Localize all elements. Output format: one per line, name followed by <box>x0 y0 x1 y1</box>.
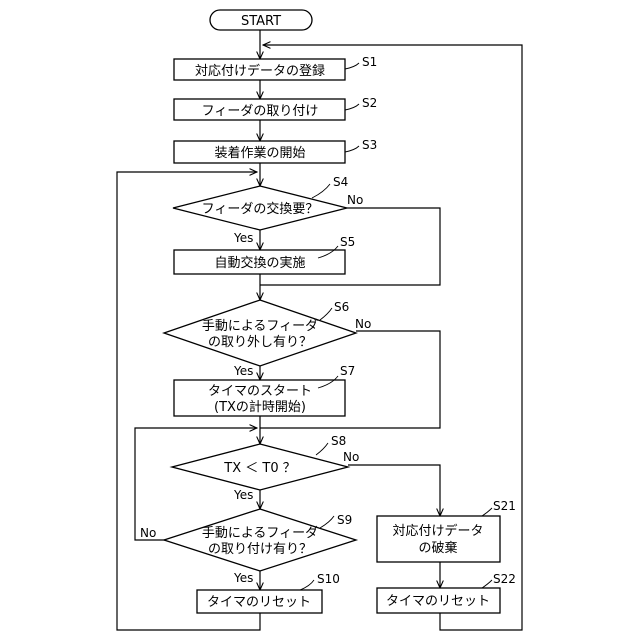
s21-label-line1: 対応付けデータ <box>392 523 483 539</box>
s1-label: 対応付けデータの登録 <box>195 63 325 79</box>
s4-step: S4 <box>333 175 348 189</box>
s21-leader <box>482 508 492 516</box>
s6-label-line2: の取り外し有り？ <box>208 335 312 350</box>
s21-step: S21 <box>493 499 516 513</box>
s5-label: 自動交換の実施 <box>214 255 305 271</box>
s3-label: 装着作業の開始 <box>214 145 305 161</box>
s10-step: S10 <box>317 572 340 586</box>
s6-label-line1: 手動によるフィーダ <box>202 319 318 334</box>
s2-step: S2 <box>362 96 377 110</box>
s1-leader <box>345 63 359 69</box>
s4-yes-label: Yes <box>233 231 253 245</box>
s9-yes-label: Yes <box>233 571 253 585</box>
s22-step: S22 <box>493 572 516 586</box>
s9-step: S9 <box>337 513 352 527</box>
s2-label: フィーダの取り付け <box>202 104 319 119</box>
s7-label-line1: タイマのスタート <box>208 384 312 399</box>
s7-step: S7 <box>340 364 355 378</box>
s8-label: TX ＜ T0 ？ <box>223 461 295 476</box>
s21-label-line2: の破棄 <box>418 541 457 556</box>
s22-label: タイマのリセット <box>386 594 490 609</box>
s10-leader <box>300 580 314 590</box>
s9-label-line2: の取り付け有り？ <box>208 542 312 557</box>
start-label: START <box>241 14 281 29</box>
s4-no-label: No <box>347 193 363 207</box>
s3-leader <box>345 146 359 152</box>
s7-label-line2: (TXの計時開始) <box>214 399 306 415</box>
s8-yes-label: Yes <box>233 488 253 502</box>
s6-yes-label: Yes <box>233 364 253 378</box>
s5-step: S5 <box>340 235 355 249</box>
s10-label: タイマのリセット <box>207 595 311 610</box>
s8-leader <box>316 443 328 455</box>
s1-step: S1 <box>362 55 377 69</box>
s6-leader <box>320 308 332 320</box>
s9-no-label: No <box>140 526 156 540</box>
s2-leader <box>345 104 359 110</box>
edge-s8-no <box>348 465 440 516</box>
s9-label-line1: 手動によるフィーダ <box>202 526 318 541</box>
s6-no-label: No <box>355 317 371 331</box>
s22-leader <box>482 580 492 588</box>
s6-step: S6 <box>334 300 349 314</box>
s4-label: フィーダの交換要？ <box>202 201 319 217</box>
s4-leader <box>312 184 330 198</box>
s8-step: S8 <box>331 434 346 448</box>
s3-step: S3 <box>362 138 377 152</box>
s8-no-label: No <box>343 450 359 464</box>
s9-leader <box>320 516 334 528</box>
